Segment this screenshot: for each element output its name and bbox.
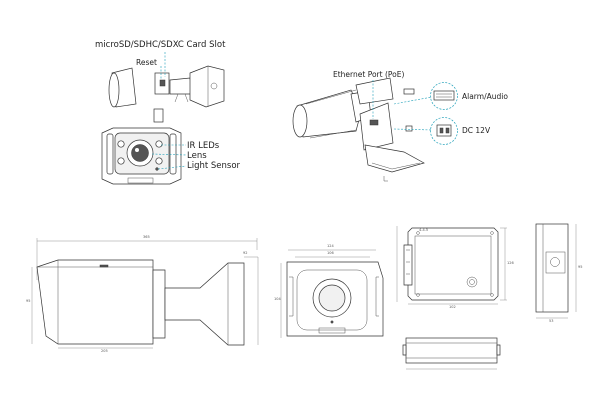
ir-led-4 — [155, 157, 163, 165]
alarm-audio-zoom — [430, 82, 458, 110]
alarm-leader — [393, 96, 433, 105]
dim-box-top-width: 102 — [449, 305, 456, 309]
ethernet-port-icon — [369, 119, 379, 126]
dc12v-label: DC 12V — [462, 126, 491, 135]
ir-led-1 — [117, 140, 125, 148]
camera-front-illustration — [101, 127, 187, 185]
box-bottom-outline — [405, 337, 498, 364]
side-view-drawing — [31, 238, 259, 349]
dim-box-side-a: 95 — [578, 265, 583, 269]
ethernet-cover — [355, 77, 394, 105]
dc12v-zoom — [430, 117, 458, 145]
dim-front-height: 104 — [274, 297, 281, 301]
lens-leader — [151, 153, 187, 156]
cover-plate — [153, 108, 164, 123]
lens-label: Lens — [187, 151, 207, 161]
dim-box-hole: 4-4.5 — [419, 228, 429, 232]
sd-slot-icon — [159, 79, 166, 87]
camera-junction-illustration — [292, 77, 458, 182]
dim-box-height: 126 — [507, 261, 514, 265]
box-side-outline — [535, 223, 569, 313]
side-housing — [36, 259, 154, 345]
dim-box-side-b: 53 — [549, 319, 554, 323]
housing-end-cap — [108, 72, 120, 108]
junction-box-lid — [364, 144, 425, 173]
bracket-neck — [169, 77, 193, 95]
box-top-outline — [407, 227, 499, 301]
dim-side-mount: 92 — [243, 251, 248, 255]
ir-led-2 — [117, 157, 125, 165]
alarm-audio-label: Alarm/Audio — [462, 92, 508, 101]
camera-front-cap — [292, 104, 308, 138]
front-lens — [318, 284, 346, 312]
mount-base — [189, 65, 225, 108]
light-sensor-label: Light Sensor — [187, 161, 241, 171]
light-sensor-icon — [155, 167, 159, 171]
side-bracket — [164, 262, 245, 346]
card-slot-label: microSD/SDHC/SDXC Card Slot — [95, 40, 226, 50]
ethernet-label: Ethernet Port (PoE) — [333, 70, 405, 79]
lens-icon — [131, 144, 149, 162]
camera-top-left-illustration — [108, 52, 225, 123]
junction-box-top-view — [396, 226, 507, 305]
dc-leader — [393, 128, 433, 131]
reset-label: Reset — [136, 58, 157, 67]
dim-side-total: 365 — [143, 235, 150, 239]
dim-side-height: 95 — [26, 299, 31, 303]
front-view-drawing — [280, 249, 384, 338]
junction-box-bottom-view — [402, 337, 501, 370]
junction-box-open — [359, 102, 394, 151]
ir-led-3 — [155, 140, 163, 148]
ir-leds-label: IR LEDs — [187, 141, 220, 151]
light-sensor-leader — [157, 165, 187, 170]
dim-front-outer: 124 — [327, 244, 334, 248]
dim-front-inner: 106 — [327, 251, 334, 255]
dim-side-base: 205 — [101, 349, 108, 353]
junction-box-side-view — [535, 223, 577, 319]
